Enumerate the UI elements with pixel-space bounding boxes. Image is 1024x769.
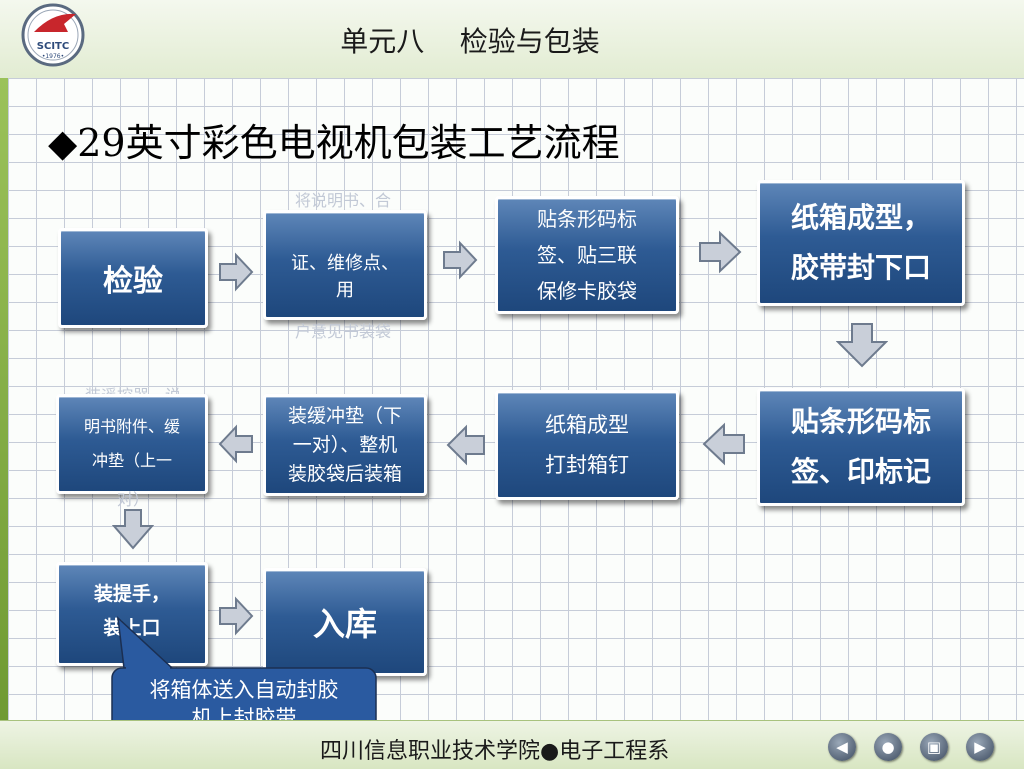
arrow-left-icon <box>702 422 745 466</box>
step-text: 胶带封下口 <box>790 251 931 284</box>
step-text: 装缓冲垫（下 <box>287 404 402 427</box>
arrow-left-icon <box>446 424 485 466</box>
arrow-right-icon <box>699 230 742 274</box>
step-text: 打封箱钉 <box>545 453 629 477</box>
step-text: 保修卡胶袋 <box>537 279 637 303</box>
arrow-left-icon <box>218 424 253 464</box>
step-text: 签、贴三联 <box>537 243 637 267</box>
step-text: 纸箱成型， <box>790 201 931 234</box>
callout-bubble <box>111 616 377 737</box>
step-text: 贴条形码标 <box>790 405 931 438</box>
step-text: 贴条形码标 <box>537 207 637 231</box>
step-text: 用 <box>336 280 354 301</box>
header-bar <box>0 0 1024 78</box>
menu-icon[interactable]: ▣ <box>920 733 948 761</box>
arrow-right-icon <box>219 252 254 292</box>
logo-year: •1976• <box>42 53 64 60</box>
logo-text: SCITC <box>37 41 69 52</box>
step-warehouse: 入库 <box>263 568 427 676</box>
home-icon[interactable]: ● <box>874 733 902 761</box>
step-remote-ghost-bottom: 对） <box>116 490 149 509</box>
step-text: 装提手， <box>93 583 170 605</box>
step-remote-pack: 明书附件、缓 冲垫（上一 <box>56 394 208 494</box>
unit-title: 单元八 检验与包装 <box>340 25 600 58</box>
left-accent-bar <box>0 78 8 720</box>
step-text: 冲垫（上一 <box>91 451 172 470</box>
next-slide-icon[interactable]: ▶ <box>966 733 994 761</box>
footer-text: 四川信息职业技术学院●电子工程系 <box>320 739 670 764</box>
prev-slide-icon[interactable]: ◀ <box>828 733 856 761</box>
step-carton-staple: 纸箱成型 打封箱钉 <box>495 390 679 500</box>
arrow-down-icon <box>112 509 154 550</box>
arrow-right-icon <box>219 596 254 636</box>
step-text: 签、印标记 <box>790 455 931 488</box>
arrow-down-icon <box>836 323 888 368</box>
school-logo: SCITC •1976• <box>21 3 85 67</box>
slide-title-text: 29英寸彩色电视机包装工艺流程 <box>77 121 620 165</box>
step-text: 一对）、整机 <box>292 433 398 456</box>
arrow-right-icon <box>443 240 478 280</box>
step-manual-ghost-bottom: 户意见书装袋 <box>294 322 391 341</box>
step-barcode-mark: 贴条形码标 签、印标记 <box>757 388 965 506</box>
diamond-bullet-icon: ◆ <box>48 121 78 165</box>
slide-title: ◆29英寸彩色电视机包装工艺流程 <box>48 112 620 167</box>
step-text: 证、维修点、 <box>291 253 399 274</box>
step-inspect: 检验 <box>58 228 208 328</box>
step-text: 检验 <box>103 264 163 299</box>
step-text: 入库 <box>312 605 377 643</box>
step-text: 纸箱成型 <box>545 413 629 437</box>
step-text: 明书附件、缓 <box>83 417 180 436</box>
step-cushion-pack: 装缓冲垫（下 一对）、整机 装胶袋后装箱 <box>263 394 427 496</box>
step-text: 装胶袋后装箱 <box>287 462 402 485</box>
step-text: 装上口 <box>103 617 161 639</box>
step-carton-form-tape: 纸箱成型， 胶带封下口 <box>757 180 965 306</box>
step-manual: 证、维修点、 用 <box>263 210 427 320</box>
step-barcode-label: 贴条形码标 签、贴三联 保修卡胶袋 <box>495 196 679 314</box>
